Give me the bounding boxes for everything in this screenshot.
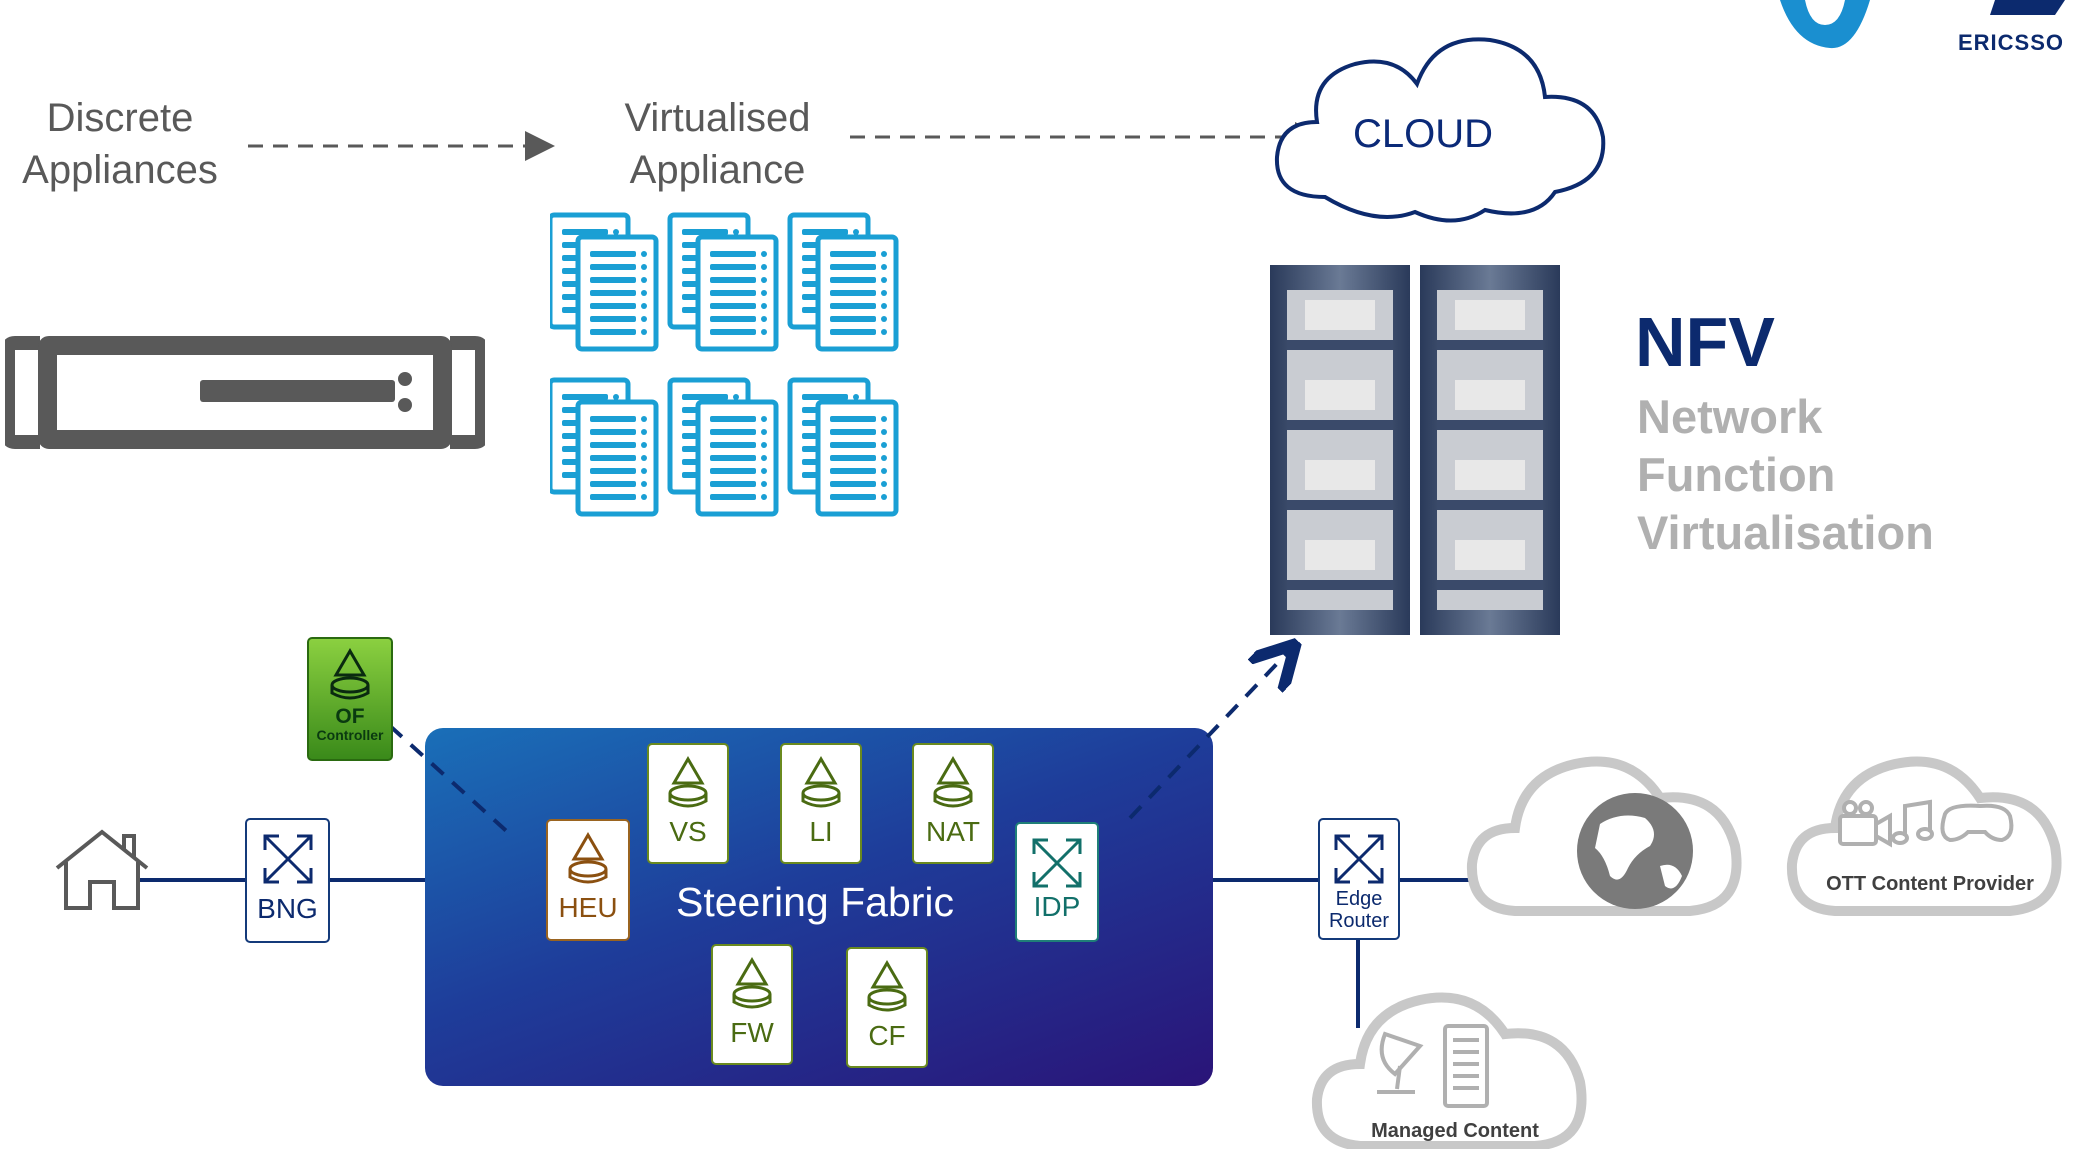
managed-content-cloud-icon bbox=[1311, 992, 1587, 1149]
ott-cloud-icon bbox=[1786, 756, 2062, 916]
server-stack-icon bbox=[787, 212, 899, 352]
server-stack-icons bbox=[547, 212, 899, 517]
nat-function-icon bbox=[933, 756, 973, 808]
heu-function-icon bbox=[568, 832, 608, 884]
dash-idp-to-nfv bbox=[1128, 650, 1290, 820]
heading-discrete-appliances: Discrete Appliances bbox=[10, 92, 230, 196]
server-stack-icon bbox=[667, 212, 779, 352]
virtualised-server-grid bbox=[547, 210, 910, 540]
nf-cf[interactable]: CF bbox=[846, 947, 928, 1068]
home-icon bbox=[55, 829, 149, 910]
nfv-subtitle-line3: Virtualisation bbox=[1637, 506, 1934, 559]
bng-label: BNG bbox=[257, 893, 318, 924]
server-stack-icon bbox=[787, 377, 899, 517]
discrete-text: Discrete Appliances bbox=[22, 96, 218, 192]
nf-vs[interactable]: VS bbox=[647, 743, 729, 864]
cloud-label: CLOUD bbox=[1353, 112, 1494, 156]
nf-nat[interactable]: NAT bbox=[912, 743, 994, 864]
ott-label: OTT Content Provider bbox=[1826, 873, 2034, 895]
nfv-subtitle: Network Function Virtualisation bbox=[1637, 388, 1934, 562]
server-stack-icon bbox=[547, 212, 659, 352]
edge-router-label-1: Edge bbox=[1335, 888, 1383, 910]
of-controller-icon bbox=[330, 648, 370, 700]
edge-router-label-2: Router bbox=[1328, 910, 1390, 932]
bng-switch-icon bbox=[263, 834, 312, 884]
idp-label: IDP bbox=[1033, 891, 1081, 922]
fw-label: FW bbox=[730, 1017, 774, 1048]
nf-fw[interactable]: FW bbox=[711, 944, 793, 1065]
logo-swoosh-icon bbox=[1780, 0, 1870, 49]
cf-label: CF bbox=[868, 1020, 906, 1051]
top-cloud-icon bbox=[1274, 37, 1606, 223]
of-controller-box[interactable]: OF Controller bbox=[307, 637, 393, 761]
nfv-subtitle-line1: Network bbox=[1637, 390, 1823, 443]
cf-function-icon bbox=[867, 960, 907, 1012]
li-label: LI bbox=[809, 816, 833, 847]
nat-label: NAT bbox=[926, 816, 980, 847]
li-function-icon bbox=[801, 756, 841, 808]
nfv-subtitle-line2: Function bbox=[1637, 448, 1836, 501]
logo-text: ERICSSO bbox=[1958, 30, 2065, 55]
of-controller-label-1: OF bbox=[335, 705, 365, 728]
idp-box[interactable]: IDP bbox=[1015, 822, 1099, 942]
heading-virtualised-appliance: Virtualised Appliance bbox=[600, 92, 835, 196]
steering-fabric-label: Steering Fabric bbox=[676, 879, 955, 925]
fw-function-icon bbox=[732, 957, 772, 1009]
edge-router-switch-icon bbox=[1334, 834, 1384, 884]
heu-label: HEU bbox=[558, 892, 618, 923]
server-rack-icon bbox=[1270, 265, 1560, 635]
logo-ericsson-icon bbox=[1990, 0, 2065, 15]
nf-li[interactable]: LI bbox=[780, 743, 862, 864]
dash-of-to-heu bbox=[388, 724, 514, 838]
of-controller-label-2: Controller bbox=[316, 727, 384, 743]
managed-content-label: Managed Content bbox=[1371, 1120, 1539, 1142]
virtualised-text: Virtualised Appliance bbox=[624, 96, 811, 192]
vs-function-icon bbox=[668, 756, 708, 808]
nfv-title: NFV bbox=[1635, 303, 1775, 381]
discrete-appliance-icon bbox=[5, 336, 485, 449]
vs-label: VS bbox=[669, 816, 707, 847]
server-stack-icon bbox=[547, 377, 659, 517]
bng-box[interactable]: BNG bbox=[245, 818, 330, 943]
internet-cloud-icon bbox=[1466, 756, 1742, 916]
idp-switch-icon bbox=[1032, 838, 1082, 888]
heu-box[interactable]: HEU bbox=[546, 819, 630, 941]
edge-router-box[interactable]: Edge Router bbox=[1318, 818, 1400, 940]
server-stack-icon bbox=[667, 377, 779, 517]
